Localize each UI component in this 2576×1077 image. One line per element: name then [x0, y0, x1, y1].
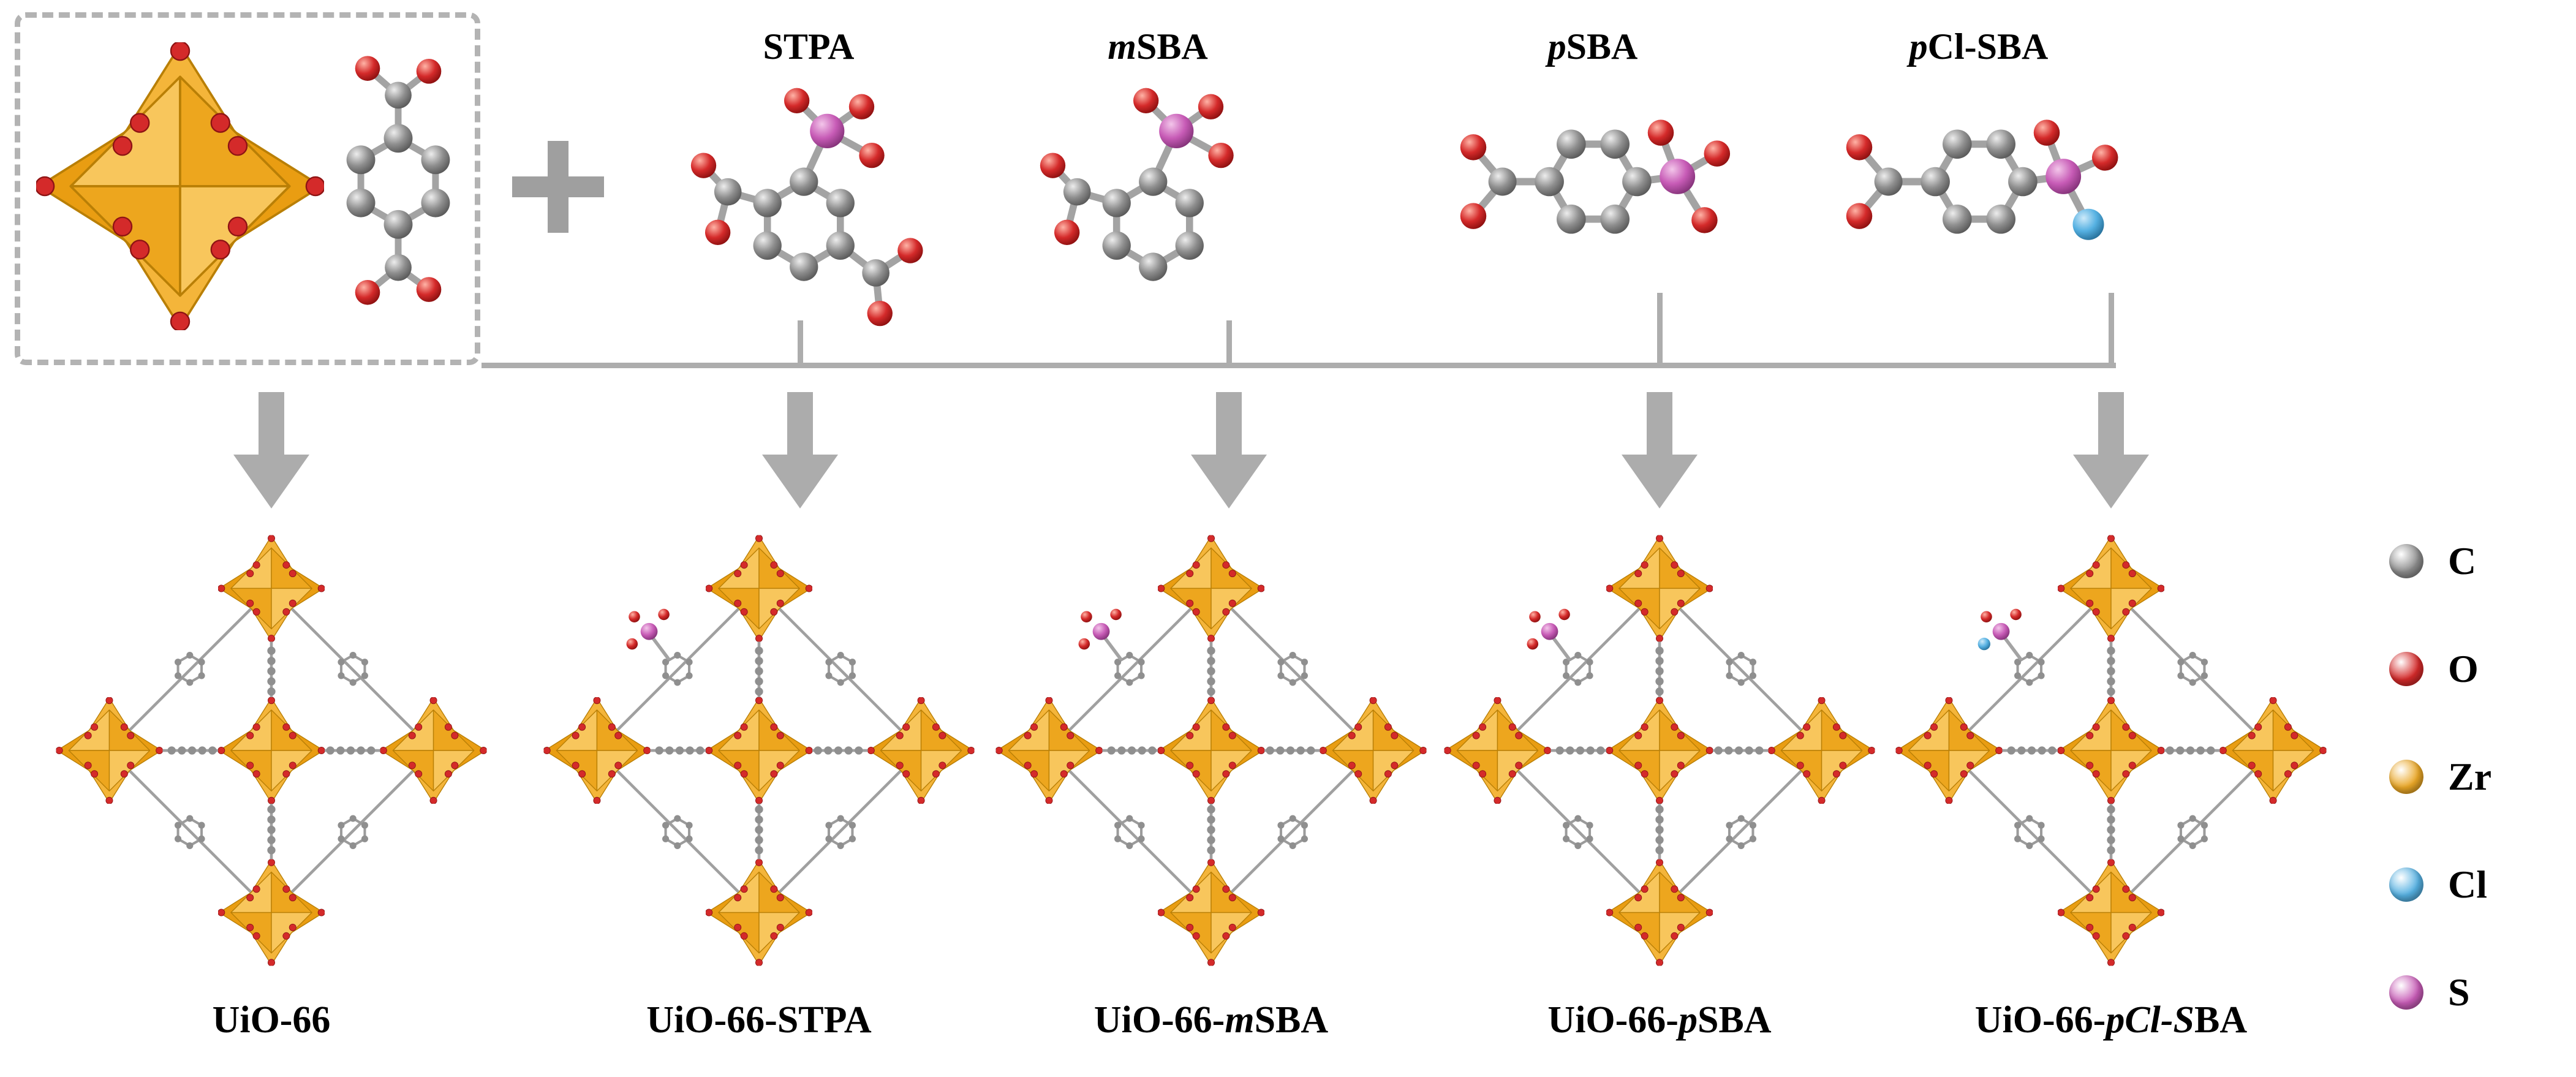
- legend-item-zirconium: Zr: [2389, 755, 2491, 798]
- legend-label: Cl: [2448, 863, 2487, 906]
- product-label-post: BA: [2194, 999, 2248, 1041]
- ligand-label-italic: p: [1909, 26, 1928, 67]
- msba-molecule: [1040, 88, 1234, 281]
- legend-label: C: [2448, 539, 2477, 583]
- product-label-pre: UiO-66-: [1547, 999, 1679, 1041]
- legend-label: S: [2448, 970, 2470, 1014]
- product-label-pre: UiO-66-STPA: [646, 999, 872, 1041]
- product-label-uio66-stpa: UiO-66-STPA: [545, 999, 973, 1042]
- down-arrow: [1191, 392, 1267, 510]
- uio66-pclsba-structure: [1884, 524, 2338, 977]
- sulfur-sphere-icon: [2389, 975, 2423, 1010]
- plus-sign: [512, 141, 604, 233]
- ligand-block-psba: pSBA: [1440, 21, 1746, 284]
- ligand-block-pclsba: pCl-SBA: [1826, 21, 2132, 284]
- chlorine-sphere-icon: [2389, 867, 2423, 902]
- ligand-label-italic: m: [1108, 26, 1136, 67]
- ligand-label-pclsba: pCl-SBA: [1826, 21, 2132, 72]
- down-arrow: [762, 392, 838, 510]
- down-arrow: [233, 392, 309, 510]
- ligand-label-text: Cl-SBA: [1927, 26, 2049, 67]
- product-label-uio66: UiO-66: [57, 999, 486, 1042]
- zirconium-sphere-icon: [2389, 760, 2423, 794]
- product-label-pre: UiO-66-: [1093, 999, 1225, 1041]
- down-arrow: [1622, 392, 1698, 510]
- legend-item-chlorine: Cl: [2389, 863, 2491, 906]
- product-label-uio66-pclsba: UiO-66-pCl-SBA: [1897, 999, 2325, 1042]
- uio66-psba-structure: [1433, 524, 1886, 977]
- product-label-pre: UiO-66-: [1974, 999, 2106, 1041]
- sulfonate-group: [626, 608, 670, 660]
- product-label-italic: p: [1678, 999, 1698, 1041]
- sulfonate-group: [1527, 608, 1571, 660]
- connector-stub: [1226, 320, 1232, 365]
- pclsba-molecule: [1846, 119, 2118, 240]
- product-label-uio66-psba: UiO-66-pSBA: [1445, 999, 1874, 1042]
- bdc-ligand-structure: [346, 56, 450, 305]
- atom-legend: C O Zr Cl S: [2389, 539, 2491, 1077]
- connector-stub: [798, 320, 803, 365]
- connector-stub: [1657, 293, 1663, 365]
- legend-item-oxygen: O: [2389, 647, 2491, 690]
- psba-molecule: [1460, 119, 1730, 234]
- connector-line: [482, 363, 2116, 368]
- sulfonyl-chloride-group: [1977, 608, 2022, 660]
- stpa-molecule: [690, 88, 923, 327]
- precursor-box: [15, 12, 480, 365]
- ligand-label-psba: pSBA: [1440, 21, 1746, 72]
- product-label-pre: UiO-66: [212, 999, 331, 1041]
- product-label-uio66-msba: UiO-66-mSBA: [997, 999, 1426, 1042]
- ligand-block-stpa: STPA: [668, 21, 950, 339]
- legend-label: Zr: [2448, 755, 2492, 798]
- ligand-block-msba: mSBA: [1017, 21, 1299, 339]
- legend-item-carbon: C: [2389, 539, 2491, 583]
- legend-item-sulfur: S: [2389, 970, 2491, 1014]
- ligand-label-italic: p: [1547, 26, 1566, 67]
- ligand-label-text: SBA: [1136, 26, 1208, 67]
- uio66-stpa-structure: [532, 524, 986, 977]
- plus-vertical-bar: [548, 141, 568, 233]
- ligand-label-text: STPA: [763, 26, 855, 67]
- uio66-msba-structure: [984, 524, 1438, 977]
- ligand-label-text: SBA: [1566, 26, 1638, 67]
- ligand-label-stpa: STPA: [668, 21, 950, 72]
- product-label-post: SBA: [1254, 999, 1329, 1041]
- product-label-post: SBA: [1697, 999, 1772, 1041]
- uio66-structure: [45, 524, 498, 977]
- down-arrow: [2073, 392, 2149, 510]
- product-label-italic: m: [1225, 999, 1255, 1041]
- ligand-label-msba: mSBA: [1017, 21, 1299, 72]
- zr6-cluster-structure: [36, 42, 324, 330]
- legend-label: O: [2448, 647, 2479, 690]
- connector-stub: [2109, 293, 2114, 365]
- oxygen-sphere-icon: [2389, 652, 2423, 686]
- sulfonate-group: [1078, 608, 1122, 660]
- carbon-sphere-icon: [2389, 544, 2423, 578]
- product-label-italic: pCl-S: [2106, 999, 2195, 1041]
